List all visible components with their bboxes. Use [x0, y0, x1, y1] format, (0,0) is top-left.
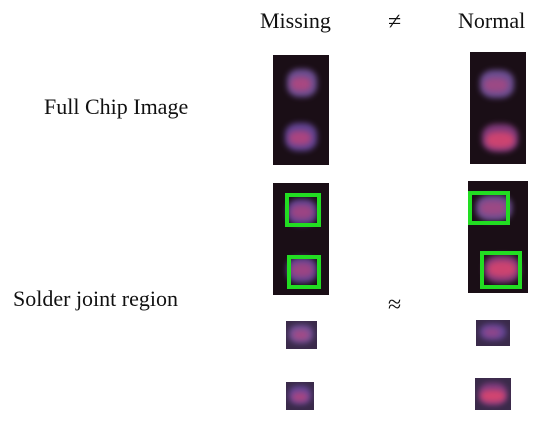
normal-top-joint-crop: [476, 320, 510, 346]
normal-chip-with-boxes: [468, 181, 528, 293]
normal-bottom-joint-box: [480, 251, 522, 289]
normal-top-joint-box: [468, 191, 510, 225]
normal-full-chip-image: [470, 52, 526, 164]
normal-column-header: Normal: [458, 8, 526, 33]
full-chip-image-label: Full Chip Image: [44, 94, 189, 119]
missing-top-joint-box: [285, 193, 321, 227]
missing-full-chip-image: [273, 55, 329, 165]
missing-bottom-joint-box: [287, 255, 321, 289]
approx-equal-symbol: ≈: [388, 292, 402, 318]
missing-top-joint-crop: [286, 321, 317, 349]
not-equal-symbol: ≠: [388, 9, 402, 35]
missing-chip-with-boxes: [273, 183, 329, 295]
missing-column-header: Missing: [260, 8, 331, 33]
normal-bottom-joint-crop: [475, 378, 511, 410]
missing-bottom-joint-crop: [286, 382, 314, 410]
solder-joint-region-label: Solder joint region: [13, 286, 178, 311]
